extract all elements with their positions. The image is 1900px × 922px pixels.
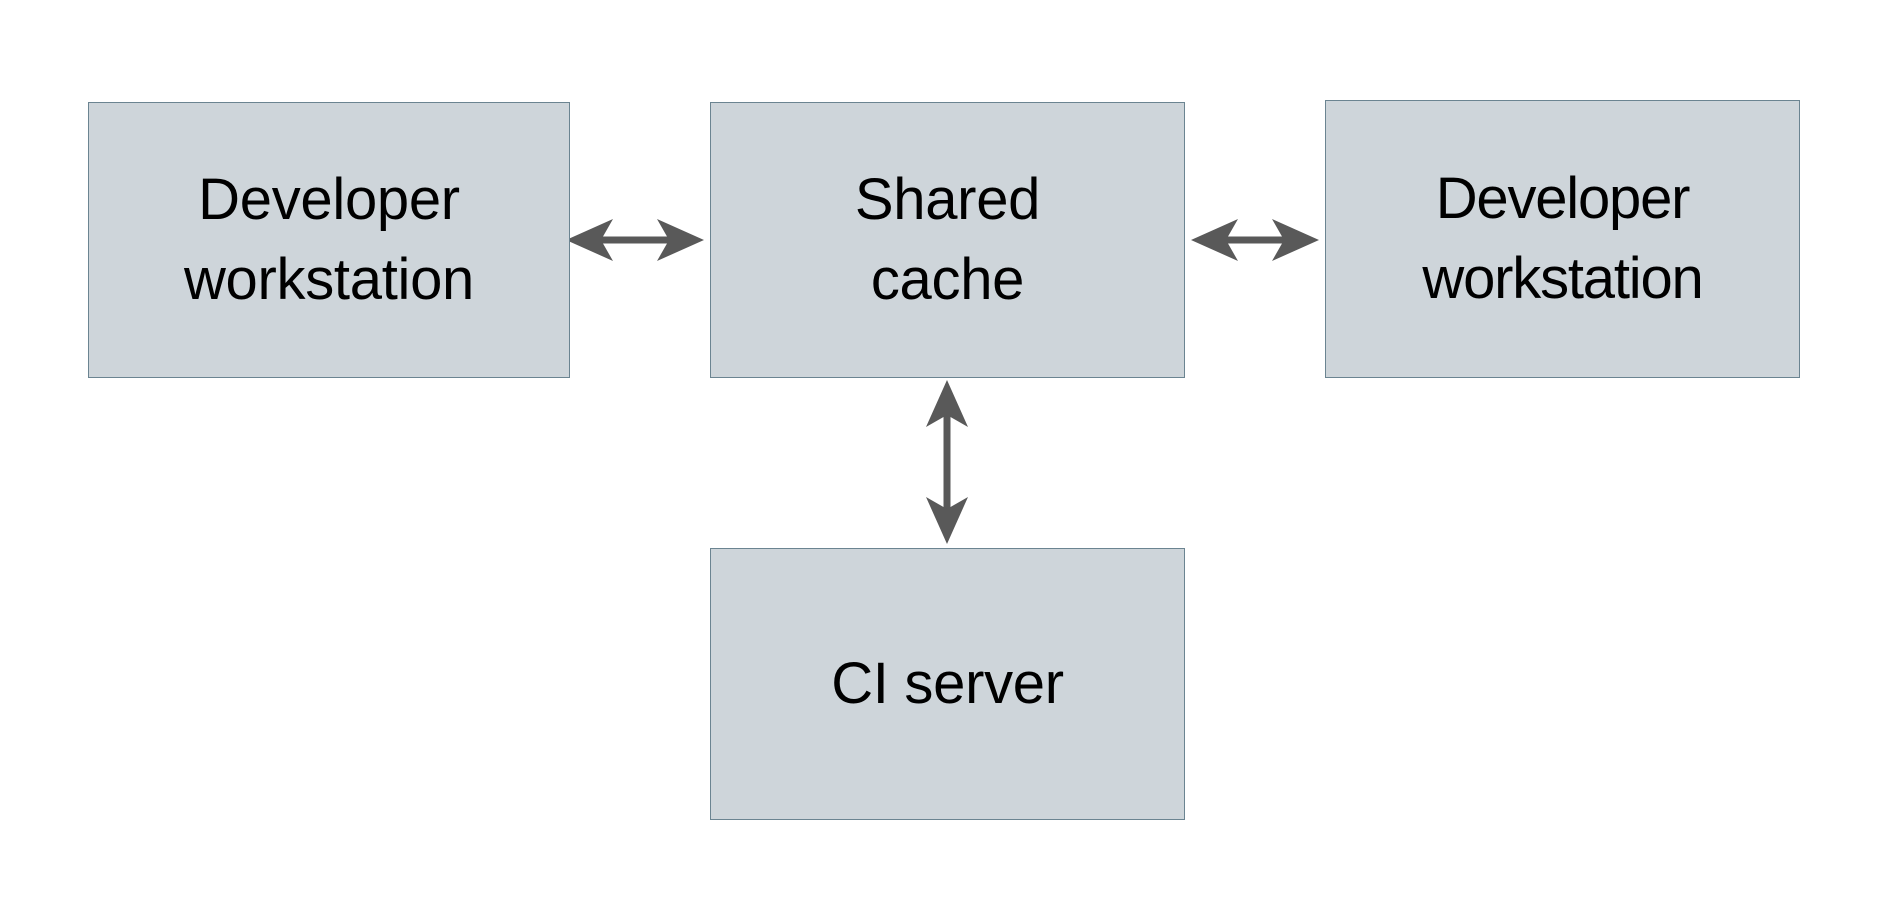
node-ci-server[interactable]: CI server — [710, 548, 1185, 820]
node-label: Shared cache — [854, 166, 1041, 312]
node-label: Developer workstation — [183, 166, 475, 312]
node-label: CI server — [831, 650, 1064, 716]
node-developer-workstation-left[interactable]: Developer workstation — [88, 102, 570, 378]
connector-dev-left-to-shared — [566, 219, 704, 261]
connector-shared-to-ci — [926, 380, 968, 544]
node-shared-cache[interactable]: Shared cache — [710, 102, 1185, 378]
node-label: Developer workstation — [1422, 165, 1703, 311]
node-developer-workstation-right[interactable]: Developer workstation — [1325, 100, 1800, 378]
connector-shared-to-dev-right — [1191, 219, 1319, 261]
